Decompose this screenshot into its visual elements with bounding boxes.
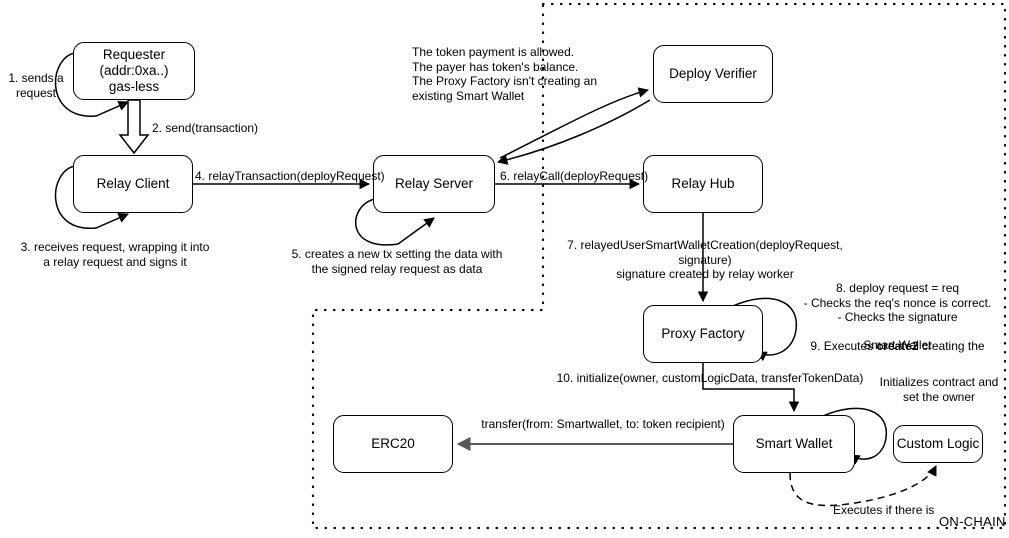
label-initializes-contract: Initializes contract and set the owner (879, 375, 999, 404)
node-smart-wallet[interactable]: Smart Wallet (733, 415, 855, 473)
node-proxy-factory-label: Proxy Factory (661, 326, 745, 341)
edge-relay-client-self (54, 165, 129, 229)
label-step-9-tail: Smart Wallet (863, 338, 932, 352)
node-erc20-label: ERC20 (371, 436, 415, 451)
label-step-10: 10. initialize(owner, customLogicData, t… (556, 371, 864, 385)
edge-send-transaction (118, 99, 150, 155)
label-step-9: 9. Executes create2 creating the (790, 324, 1005, 353)
edge-server-to-verifier (499, 87, 650, 159)
edge-verifier-to-server (496, 99, 651, 165)
label-step-4: 4. relayTransaction(deployRequest) (195, 169, 385, 183)
node-relay-server[interactable]: Relay Server (373, 155, 495, 213)
node-custom-logic-label: Custom Logic (896, 436, 980, 451)
node-relay-hub[interactable]: Relay Hub (643, 155, 763, 213)
label-step-2: 2. send(transaction) (152, 121, 259, 135)
node-requester[interactable]: Requester (addr:0xa..) gas-less (73, 42, 195, 100)
label-step-8-a: - Checks the req's nonce is correct. (803, 296, 992, 310)
label-step-7: 7. relayedUserSmartWalletCreation(deploy… (567, 238, 843, 281)
on-chain-tag: ON-CHAIN (939, 514, 1006, 529)
node-smart-wallet-label: Smart Wallet (755, 436, 833, 451)
label-step-5: 5. creates a new tx setting the data wit… (291, 247, 503, 276)
node-requester-label: Requester (addr:0xa..) gas-less (99, 47, 169, 94)
label-step-8-head: 8. deploy request = req (835, 281, 960, 295)
node-proxy-factory[interactable]: Proxy Factory (643, 305, 763, 363)
edge-proxy-factory-self (732, 297, 798, 362)
node-relay-client-label: Relay Client (96, 176, 170, 191)
node-relay-hub-label: Relay Hub (671, 176, 735, 191)
node-erc20[interactable]: ERC20 (333, 415, 453, 473)
label-verifier-notes: The token payment is allowed. The payer … (412, 45, 598, 103)
label-step-9-prefix: 9. Executes (810, 338, 877, 353)
label-step-9-suffix: creating the (918, 338, 985, 353)
edge-executes-if-there-is (789, 465, 937, 507)
label-step-8-b: - Checks the signature (837, 310, 958, 324)
edge-smart-wallet-self (822, 407, 888, 465)
label-step-6: 6. relayCall(deployRequest) (500, 169, 649, 183)
edge-initialize (702, 362, 800, 413)
node-deploy-verifier[interactable]: Deploy Verifier (653, 45, 773, 103)
label-transfer: transfer(from: Smartwallet, to: token re… (481, 417, 725, 431)
label-step-9-bold: create2 (876, 338, 919, 353)
edge-requester-self (54, 52, 129, 117)
node-relay-client[interactable]: Relay Client (73, 155, 193, 213)
label-step-1: 1. sends a request (8, 71, 64, 100)
node-custom-logic[interactable]: Custom Logic (893, 425, 983, 463)
label-executes-if-there-is: Executes if there is (833, 503, 935, 517)
label-step-3: 3. receives request, wrapping it into a … (20, 240, 210, 269)
node-relay-server-label: Relay Server (394, 176, 474, 191)
edge-relay-server-self (355, 198, 435, 246)
node-deploy-verifier-label: Deploy Verifier (669, 66, 757, 81)
